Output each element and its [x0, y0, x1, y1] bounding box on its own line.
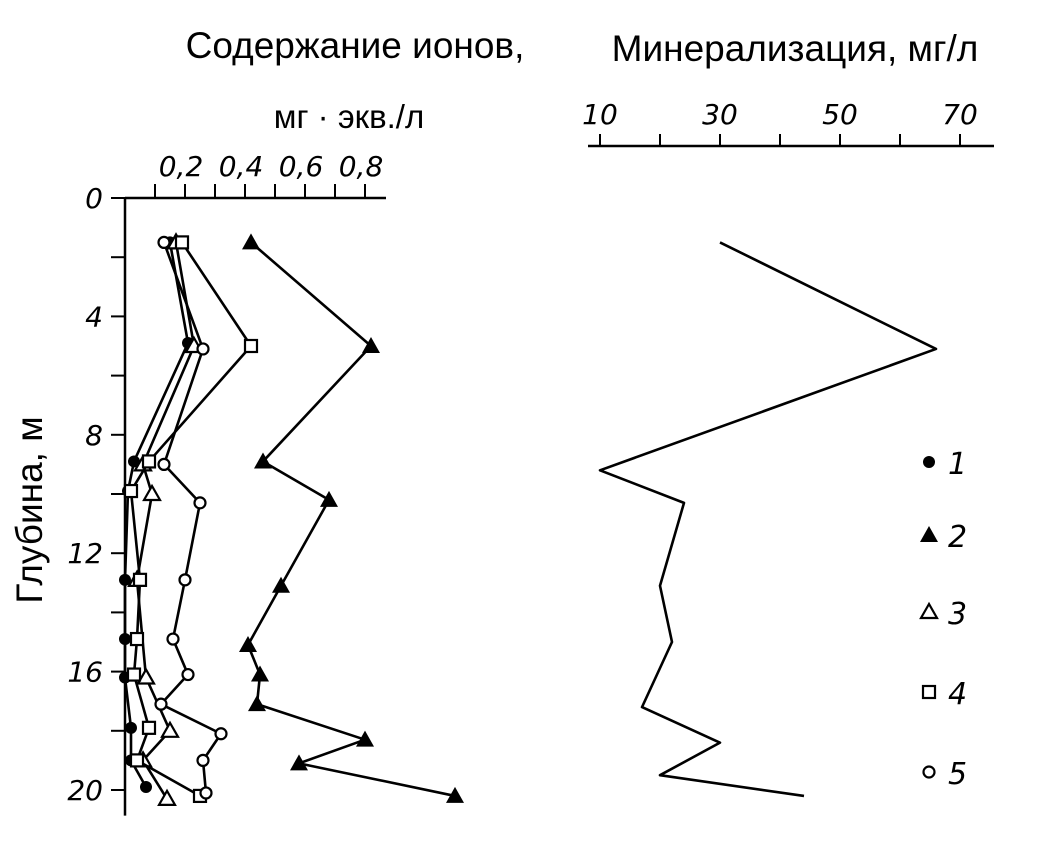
data-point: [243, 338, 259, 354]
legend-label: 4: [948, 677, 967, 712]
legend-marker: [923, 456, 935, 468]
depth-tick-label: 20: [67, 774, 103, 807]
legend-marker: [922, 765, 936, 779]
series-4: [123, 235, 259, 804]
data-point: [140, 781, 152, 794]
data-point: [362, 337, 380, 353]
legend-entry: 1: [923, 447, 967, 482]
data-point: [239, 635, 257, 652]
data-point: [136, 667, 156, 685]
legend-entry: 3: [919, 597, 967, 632]
mineral-tick-label: 30: [702, 98, 738, 131]
data-point: [128, 455, 140, 468]
data-point: [160, 720, 180, 738]
data-point: [157, 235, 171, 249]
series-layer: [119, 232, 938, 806]
series-line: [246, 241, 456, 798]
data-point: [254, 452, 272, 469]
series-line: [123, 242, 190, 788]
legend-entry: 4: [921, 677, 967, 712]
depth-axis-label: Глубина, м: [9, 416, 50, 603]
depth-tick-label: 8: [85, 419, 103, 452]
data-point: [141, 454, 157, 469]
depth-tick-label: 4: [85, 300, 103, 333]
data-point: [142, 483, 162, 502]
data-point: [132, 572, 148, 587]
legend-marker: [919, 601, 939, 620]
mineral-tick-label: 50: [822, 98, 858, 131]
legend: 1 2 3 4 5: [919, 447, 967, 792]
data-point: [251, 665, 269, 682]
data-point: [123, 483, 139, 499]
ion-axis-unit: мг · экв./л: [274, 98, 424, 135]
data-point: [214, 727, 228, 741]
legend-label: 5: [948, 757, 967, 792]
legend-label: 3: [948, 597, 967, 632]
data-point: [290, 754, 308, 771]
ion-tick-label: 0,6: [279, 150, 324, 183]
data-point: [199, 786, 213, 800]
mineral-tick-label: 70: [942, 98, 978, 131]
ion-tick-label: 0,4: [219, 150, 264, 183]
data-point: [178, 573, 192, 587]
mineralization-line: [598, 241, 938, 798]
data-point: [242, 233, 260, 250]
ion-tick-label: 0,2: [159, 150, 204, 183]
legend-entry: 2: [920, 520, 967, 555]
data-point: [141, 720, 157, 735]
data-point: [129, 631, 145, 647]
data-point: [272, 576, 290, 593]
data-point: [154, 697, 168, 711]
data-point: [174, 235, 190, 250]
legend-marker: [920, 526, 938, 542]
mineral-axis-title: Минерализация, мг/л: [612, 28, 979, 69]
data-point: [320, 490, 338, 507]
data-point: [125, 721, 137, 734]
mineral-tick-label: 10: [582, 98, 618, 131]
data-point: [166, 632, 180, 646]
data-point: [181, 667, 195, 682]
legend-label: 2: [948, 520, 967, 555]
ion-axis-title: Содержание ионов,: [186, 25, 525, 66]
data-point: [196, 342, 210, 356]
series-6: [598, 241, 938, 798]
data-point: [119, 633, 131, 646]
legend-marker: [921, 684, 937, 700]
legend-label: 1: [948, 447, 967, 482]
depth-tick-label: 12: [67, 537, 103, 570]
depth-tick-label: 16: [67, 656, 103, 689]
data-point: [356, 730, 374, 747]
data-point: [446, 786, 464, 803]
legend-entry: 5: [922, 757, 967, 792]
data-point: [119, 573, 131, 586]
data-point: [193, 496, 207, 510]
data-point: [126, 667, 142, 682]
data-point: [157, 457, 171, 471]
series-1: [119, 236, 194, 794]
depth-tick-label: 0: [85, 182, 103, 215]
data-point: [157, 788, 177, 806]
series-5: [154, 235, 228, 800]
ion-tick-label: 0,8: [339, 150, 384, 183]
data-point: [196, 753, 210, 768]
series-2: [239, 233, 464, 803]
data-point: [248, 695, 266, 712]
series-line: [129, 241, 253, 798]
data-point: [129, 753, 145, 768]
